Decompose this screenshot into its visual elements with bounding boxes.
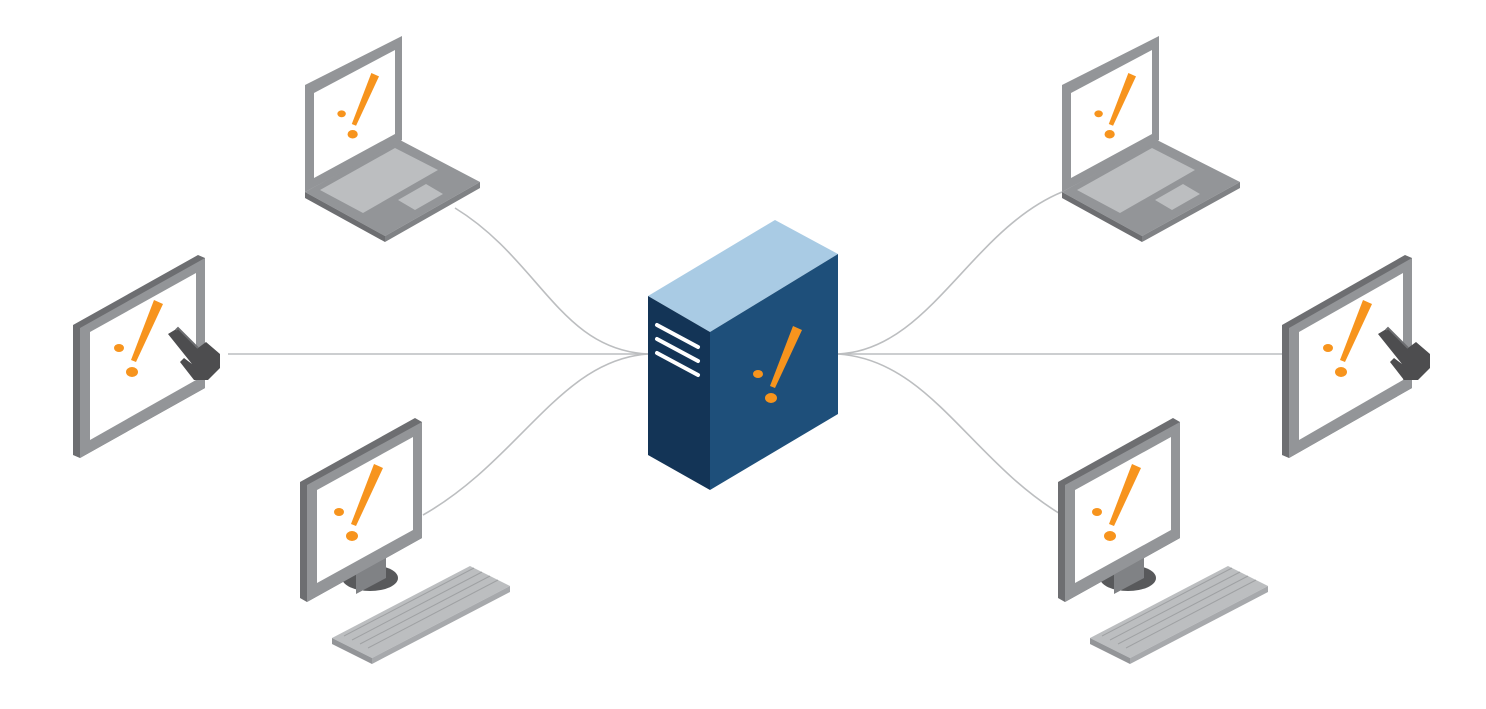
monitor-screen (1075, 437, 1171, 583)
laptop-right-top (1062, 36, 1240, 242)
cable-left-top (454, 207, 649, 355)
server-top-face (648, 220, 838, 332)
touch-monitor-left (73, 255, 221, 458)
server (648, 220, 838, 490)
laptop-touchpad (1155, 184, 1200, 210)
touch-monitor-right (1282, 255, 1431, 458)
desktop-right-bottom (1058, 418, 1268, 664)
server-front-face (710, 254, 838, 490)
cable-right-top (837, 191, 1063, 355)
laptop-touchpad (398, 184, 443, 210)
monitor-screen (1299, 273, 1403, 440)
desktop-left-bottom (300, 418, 510, 664)
cable-right-bottom (837, 353, 1063, 516)
cable-left-bottom (422, 353, 649, 516)
monitor-screen (317, 437, 413, 583)
laptop-left-top (305, 36, 480, 242)
laptop-keyboard (1077, 148, 1195, 213)
cables (228, 191, 1282, 516)
laptop-keyboard (320, 148, 438, 213)
monitor-screen (90, 273, 196, 440)
server-vent-lines (655, 323, 700, 377)
